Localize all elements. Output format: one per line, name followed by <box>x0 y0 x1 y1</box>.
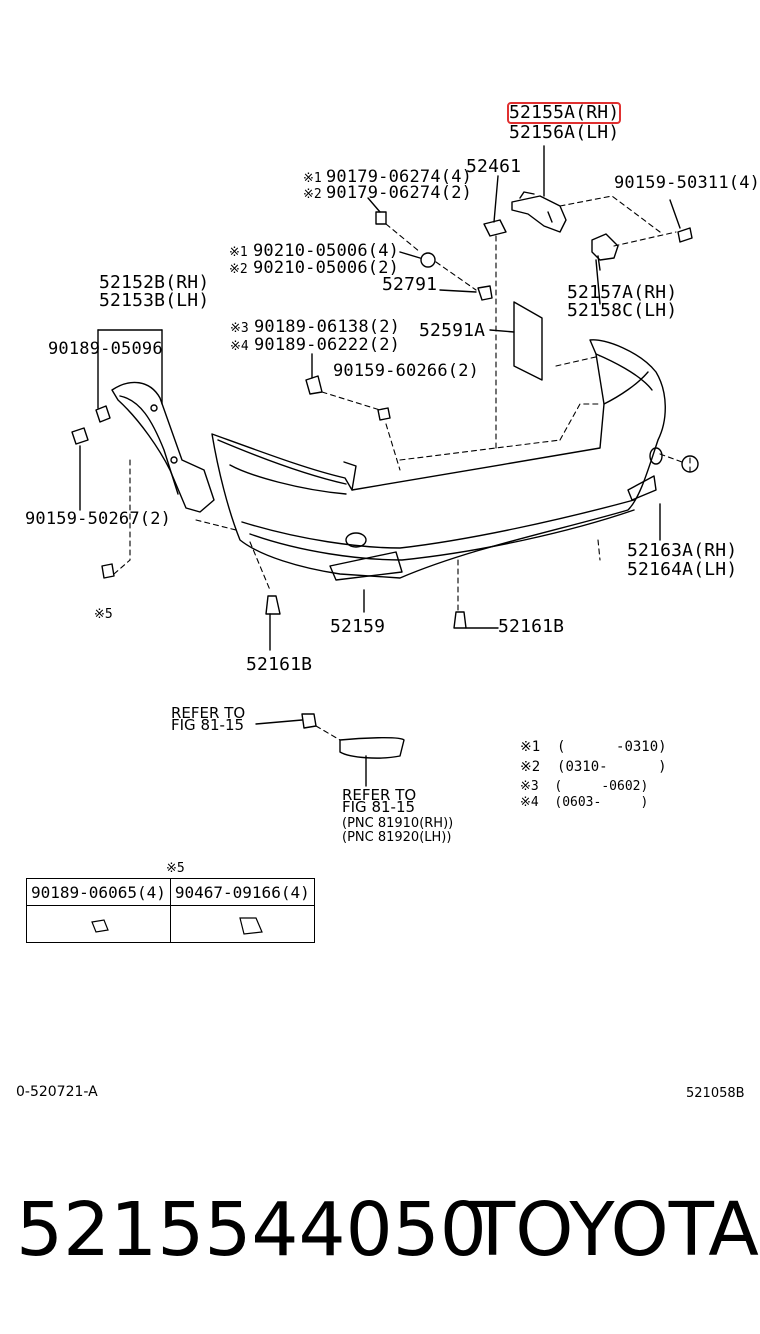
fastener-90467-09166[interactable]: 90467-09166(4) <box>169 878 315 906</box>
label-52164A-lh[interactable]: 52164A(LH) <box>627 559 738 580</box>
label-52152B-rh[interactable]: 52152B(RH) <box>99 272 210 293</box>
label-52158C-lh[interactable]: 52158C(LH) <box>567 300 678 321</box>
mark-3: ※3 <box>230 321 249 336</box>
label-90179-06274-4[interactable]: 90179-06274(4) <box>326 167 473 187</box>
date-note-4: ※4 (0603- ) <box>520 795 649 810</box>
mark-1-a: ※1 <box>303 171 322 186</box>
retainer-52157A <box>591 233 619 271</box>
clip-icon-cell <box>169 905 315 943</box>
label-90189-05096[interactable]: 90189-05096 <box>48 339 163 359</box>
label-52163A-rh[interactable]: 52163A(RH) <box>627 540 738 561</box>
reflector-81910 <box>339 736 405 759</box>
label-90210-05006-4[interactable]: 90210-05006(4) <box>253 241 400 261</box>
bolt-icon-cell <box>26 905 171 943</box>
mark-1-b: ※1 <box>229 245 248 260</box>
label-90189-06222[interactable]: 90189-06222(2) <box>254 335 401 355</box>
part-number-caption: 5215544050 <box>16 1187 487 1273</box>
footer-diagram-code-left: 0-520721-A <box>16 1084 98 1100</box>
refer-to-fig-2-line1: REFER TO <box>342 786 417 804</box>
bracket-52155A <box>511 191 567 233</box>
fastener-90189-06065[interactable]: 90189-06065(4) <box>26 878 171 906</box>
label-52591A[interactable]: 52591A <box>419 320 486 341</box>
label-52153B-lh[interactable]: 52153B(LH) <box>99 290 210 311</box>
absorber-52591A <box>513 301 543 381</box>
label-52161B-right[interactable]: 52161B <box>498 616 565 637</box>
side-support-52152B <box>111 381 215 513</box>
date-note-2: ※2 (0310- ) <box>520 759 667 775</box>
leader-lines <box>79 145 681 787</box>
brand-caption: TOYOTA <box>470 1187 759 1273</box>
label-90179-06274-2[interactable]: 90179-06274(2) <box>326 183 473 203</box>
mark-5-table: ※5 <box>166 861 185 876</box>
date-note-1: ※1 ( -0310) <box>520 739 667 755</box>
mark-4: ※4 <box>230 339 249 354</box>
label-52157A-rh[interactable]: 52157A(RH) <box>567 282 678 303</box>
mark-2-b: ※2 <box>229 262 248 277</box>
label-90159-60266[interactable]: 90159-60266(2) <box>333 361 480 381</box>
pnc-81910-rh: (PNC 81910(RH)) <box>342 816 454 831</box>
mark-5-diagram: ※5 <box>94 607 113 622</box>
fastener-table: 90189-06065(4) 90467-09166(4) <box>26 878 315 943</box>
dashed-guides <box>113 195 691 741</box>
label-52159[interactable]: 52159 <box>330 616 386 637</box>
label-52156A-lh[interactable]: 52156A(LH) <box>509 122 620 143</box>
label-90159-50267[interactable]: 90159-50267(2) <box>25 509 172 529</box>
refer-to-fig-2-line2[interactable]: FIG 81-15 <box>342 798 416 816</box>
label-90210-05006-2[interactable]: 90210-05006(2) <box>253 258 400 278</box>
pad-52461 <box>483 219 507 237</box>
label-52791[interactable]: 52791 <box>382 274 438 295</box>
refer-to-fig-1-line1: REFER TO <box>171 704 246 722</box>
label-52461[interactable]: 52461 <box>466 156 522 177</box>
refer-to-fig-1-line2[interactable]: FIG 81-15 <box>171 716 245 734</box>
mark-2-a: ※2 <box>303 187 322 202</box>
label-52155A-rh[interactable]: 52155A(RH) <box>506 102 622 124</box>
label-52161B-left[interactable]: 52161B <box>246 654 313 675</box>
label-90159-50311[interactable]: 90159-50311(4) <box>614 173 760 193</box>
footer-diagram-code-right: 521058B <box>686 1086 745 1101</box>
date-note-3: ※3 ( -0602) <box>520 779 649 794</box>
label-90189-06138[interactable]: 90189-06138(2) <box>254 317 401 337</box>
pnc-81920-lh: (PNC 81920(LH)) <box>342 830 452 845</box>
